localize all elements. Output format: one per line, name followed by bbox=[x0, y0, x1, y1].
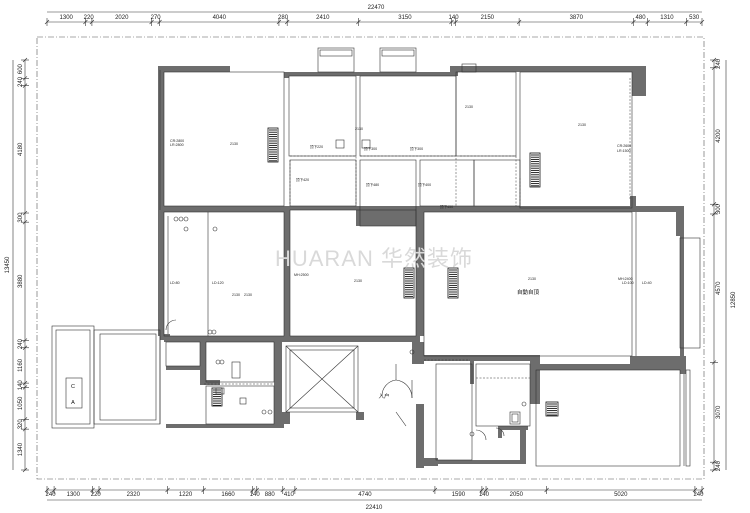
top-dim-7: 3150 bbox=[398, 15, 412, 21]
left-dim-9: 320 bbox=[18, 419, 24, 430]
bottom-dim-5: 1660 bbox=[221, 492, 235, 498]
left-dim-2: 4180 bbox=[18, 142, 24, 156]
note-3: 2130 bbox=[578, 123, 586, 127]
fixtures bbox=[65, 139, 527, 437]
note-12: 顶下480 bbox=[366, 182, 379, 187]
bottom-dim-8: 410 bbox=[284, 492, 295, 498]
bottom-total-dim: 22410 bbox=[366, 505, 383, 511]
note-14: 顶下450 bbox=[440, 204, 453, 209]
note-13: 顶下400 bbox=[418, 182, 431, 187]
right-dim-2: 300 bbox=[716, 203, 722, 214]
top-dim-1: 220 bbox=[84, 15, 95, 21]
bottom-dim-12: 2050 bbox=[510, 492, 524, 498]
bottom-dim-3: 2320 bbox=[127, 492, 141, 498]
left-dim-6: 1160 bbox=[18, 358, 24, 372]
radiator-1 bbox=[529, 152, 541, 188]
top-dim-10: 3870 bbox=[570, 15, 584, 21]
note-11: 顶下420 bbox=[296, 177, 309, 182]
note-20: MH:2400 bbox=[618, 277, 633, 281]
note-16: LD:120 bbox=[212, 281, 224, 285]
top-dim-3: 270 bbox=[151, 15, 162, 21]
top-dimension-chain: 22470 1300 220 2020 270 4040 280 2410 3150 140 21… bbox=[44, 5, 705, 26]
bottom-dim-9: 4740 bbox=[358, 492, 372, 498]
walls bbox=[158, 66, 686, 468]
right-total-dim: 12850 bbox=[731, 291, 737, 308]
bottom-dim-13: 5020 bbox=[614, 492, 628, 498]
note-6: 2130 bbox=[528, 277, 536, 281]
drawing-frame bbox=[36, 36, 705, 480]
radiator-4 bbox=[211, 387, 223, 407]
elevator-label-a: A bbox=[71, 400, 75, 406]
right-dim-0: 240 bbox=[716, 58, 722, 69]
left-dim-10: 1340 bbox=[18, 442, 24, 456]
bottom-dim-6: 140 bbox=[250, 492, 261, 498]
left-dim-0: 600 bbox=[18, 63, 24, 74]
radiator-5 bbox=[545, 401, 559, 417]
top-total-dim: 22470 bbox=[368, 5, 385, 11]
note-9: 顶下300 bbox=[364, 146, 377, 151]
top-dim-6: 2410 bbox=[316, 15, 330, 21]
note-17: LD:100 bbox=[622, 281, 634, 285]
left-dim-7: 140 bbox=[18, 380, 24, 391]
left-dim-1: 240 bbox=[18, 76, 24, 87]
right-dim-5: 240 bbox=[716, 460, 722, 471]
top-dim-8: 140 bbox=[449, 15, 460, 21]
left-total-dim: 13450 bbox=[5, 256, 11, 273]
bottom-dim-2: 220 bbox=[91, 492, 102, 498]
top-dim-11: 480 bbox=[636, 15, 647, 21]
annotations: 2130 2130 2130 2130 2130 2130 2130 2130 顶下220 顶下3… bbox=[170, 105, 652, 297]
radiator-0 bbox=[267, 127, 279, 163]
bottom-dim-0: 240 bbox=[46, 492, 57, 498]
bottom-dim-11: 140 bbox=[479, 492, 490, 498]
bottom-dim-4: 1220 bbox=[179, 492, 193, 498]
note-0: 2130 bbox=[230, 142, 238, 146]
left-dimension-chain: 13450 600 240 4180 300 3880 240 1160 140 1050 320… bbox=[5, 57, 29, 473]
note-18: LD:40 bbox=[642, 281, 652, 285]
note-5: 2130 bbox=[354, 279, 362, 283]
top-dim-5: 280 bbox=[278, 15, 289, 21]
thin-lines bbox=[51, 47, 701, 467]
note-15: LD:80 bbox=[170, 281, 180, 285]
bottom-dim-10: 1590 bbox=[452, 492, 466, 498]
entrance-label: 入户 bbox=[378, 392, 389, 400]
bottom-dim-7: 880 bbox=[265, 492, 276, 498]
left-dim-3: 300 bbox=[18, 212, 24, 223]
bottom-dim-14: 240 bbox=[693, 492, 704, 498]
watermark: HUARAN 华然装饰 bbox=[275, 246, 473, 271]
radiator-2 bbox=[403, 267, 415, 299]
top-dim-0: 1300 bbox=[60, 15, 74, 21]
living-room-label: 自動自頂 bbox=[517, 288, 540, 296]
top-dim-4: 4040 bbox=[213, 15, 227, 21]
top-dim-9: 2150 bbox=[481, 15, 495, 21]
radiators bbox=[211, 127, 559, 417]
top-dim-13: 530 bbox=[689, 15, 700, 21]
note-24: LR:1500 bbox=[617, 149, 631, 153]
right-dimension-chain: 12850 240 4200 300 4570 3070 240 bbox=[710, 57, 737, 473]
note-19: MH:2500 bbox=[294, 273, 309, 277]
note-2: 2130 bbox=[465, 105, 473, 109]
bottom-dim-1: 1300 bbox=[67, 492, 81, 498]
top-dim-2: 2020 bbox=[115, 15, 129, 21]
top-dim-12: 1310 bbox=[660, 15, 674, 21]
right-dim-1: 4200 bbox=[716, 129, 722, 143]
elevator-label-c: C bbox=[71, 384, 75, 390]
left-dim-5: 240 bbox=[18, 338, 24, 349]
right-dim-3: 4570 bbox=[716, 281, 722, 295]
note-1: 2130 bbox=[355, 127, 363, 131]
left-dim-8: 1050 bbox=[18, 396, 24, 410]
note-7: 2130 bbox=[232, 293, 240, 297]
left-dim-4: 3880 bbox=[18, 274, 24, 288]
note-4: 2130 bbox=[244, 293, 252, 297]
note-23: CR:2600 bbox=[617, 144, 631, 148]
note-8: 顶下220 bbox=[310, 144, 323, 149]
right-dim-4: 3070 bbox=[716, 405, 722, 419]
note-21: CR:2800 bbox=[170, 139, 184, 143]
radiator-3 bbox=[447, 267, 459, 299]
bottom-dimension-chain: 22410 240 1300 220 2320 1220 1660 140 880 410 474… bbox=[44, 486, 705, 511]
note-10: 顶下300 bbox=[410, 146, 423, 151]
note-22: LR:2800 bbox=[170, 143, 184, 147]
